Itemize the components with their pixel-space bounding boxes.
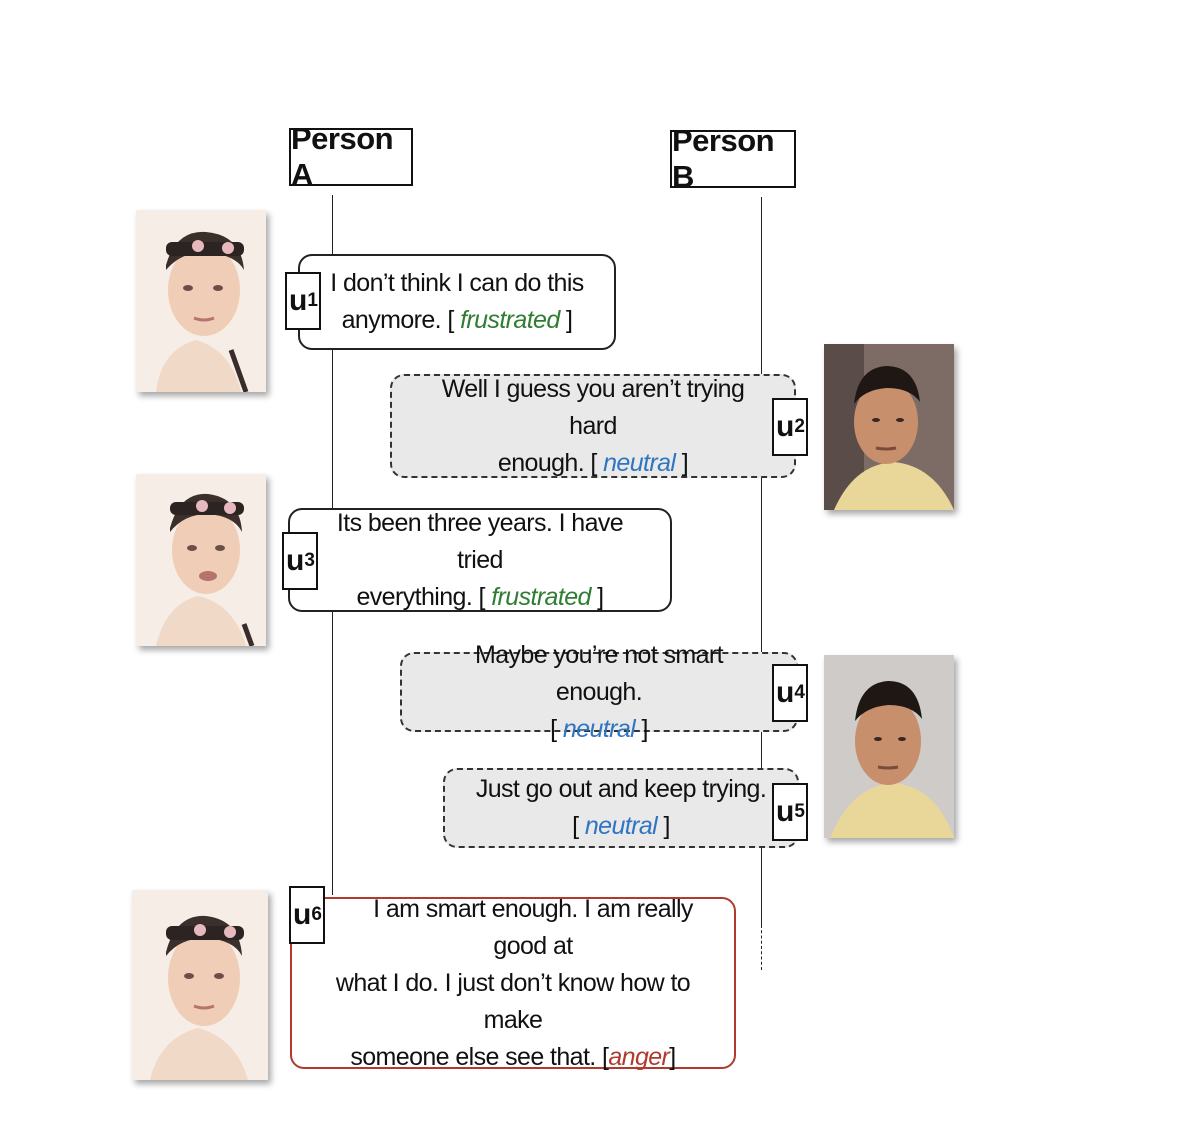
utterance-u4-line2: [ neutral ]	[550, 714, 648, 743]
person-a-photo-3	[132, 890, 268, 1080]
utterance-u2-text: Well I guess you aren’t trying hard enou…	[392, 371, 794, 482]
utterance-u1-line2: anymore. [ frustrated ]	[341, 306, 573, 334]
utterance-u1-line1: I don’t think I can do this	[330, 269, 584, 297]
utterance-u1-bubble: I don’t think I can do this anymore. [ f…	[298, 254, 616, 350]
person-a-header: Person A	[289, 121, 413, 192]
emotion-label: neutral	[562, 714, 636, 743]
person-b-photo-1	[824, 344, 954, 510]
utterance-u6-line2: what I do. I just don’t know how to make	[335, 968, 691, 1034]
utterance-u3-line1: Its been three years. I have tried	[336, 508, 624, 574]
utterance-u5-bubble: Just go out and keep trying. [ neutral ]	[443, 768, 799, 848]
emotion-label: anger	[608, 1042, 670, 1071]
utterance-u3-line2: everything. [ frustrated ]	[356, 582, 604, 611]
emotion-label: frustrated	[491, 582, 591, 611]
utterance-u3-bubble: Its been three years. I have tried every…	[288, 508, 672, 612]
utterance-u6-line3: someone else see that. [anger]	[350, 1042, 676, 1071]
person-a-photo-1	[136, 210, 266, 392]
person-b-timeline-continuation	[761, 925, 762, 970]
utterance-u5-text: Just go out and keep trying. [ neutral ]	[448, 771, 794, 845]
emotion-label: neutral	[603, 448, 676, 477]
emotion-label: neutral	[584, 812, 658, 840]
utterance-u4-bubble: Maybe you’re not smart enough. [ neutral…	[400, 641, 798, 743]
utterance-u3-text: Its been three years. I have tried every…	[290, 505, 670, 616]
utterance-u5-line1: Just go out and keep trying.	[475, 775, 767, 803]
person-a-photo-2	[136, 474, 266, 646]
person-b-photo-2	[824, 655, 954, 838]
utterance-u6-bubble: I am smart enough. I am really good at w…	[290, 895, 736, 1071]
person-b-timeline	[761, 197, 762, 927]
utterance-u2-line1: Well I guess you aren’t trying hard	[441, 374, 745, 440]
utterance-u2-line2: enough. [ neutral ]	[497, 448, 689, 477]
utterance-u4-text: Maybe you’re not smart enough. [ neutral…	[402, 637, 796, 748]
utterance-u2-bubble: Well I guess you aren’t trying hard enou…	[390, 374, 796, 478]
utterance-u4-line1: Maybe you’re not smart enough.	[474, 640, 724, 706]
utterance-u6-text: I am smart enough. I am really good at w…	[292, 891, 734, 1076]
person-b-header: Person B	[670, 123, 796, 194]
utterance-u1-text: I don’t think I can do this anymore. [ f…	[302, 265, 611, 339]
utterance-u5-line2: [ neutral ]	[572, 812, 670, 840]
utterance-u6-line1: I am smart enough. I am really good at	[373, 894, 693, 960]
emotion-label: frustrated	[460, 306, 560, 334]
